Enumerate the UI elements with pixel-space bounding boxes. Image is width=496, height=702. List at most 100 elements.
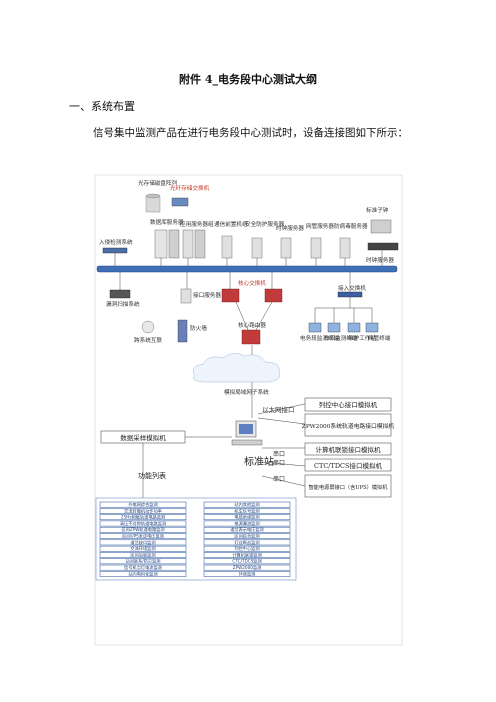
function-left-cell: [99, 564, 187, 571]
label-db-server: 数据库服务器: [150, 218, 184, 226]
label-cross-system: 跨系统互联: [134, 336, 162, 344]
top-node-labels: 光存储磁盘阵列 光纤存储交换机 数据库服务器 应用服务器组 通信前置机组 安全防…: [99, 179, 394, 264]
label-storage: 光存储磁盘阵列: [138, 179, 178, 187]
label-core-router: 核心路由器: [238, 321, 266, 329]
function-right-cell: [203, 552, 291, 558]
function-left-item: 区间站联监测: [130, 551, 155, 558]
function-right-cell: [203, 539, 291, 546]
function-left-cell: [99, 508, 187, 514]
function-right-cell: [203, 508, 291, 514]
function-right-item: CTC/TDCS监测: [232, 558, 261, 565]
function-right-item: 电缆绝缘监测: [234, 514, 259, 521]
interface-server-icon: [180, 288, 192, 304]
function-right-cell: [203, 526, 291, 533]
ids-device-icon: [102, 247, 128, 254]
function-right-item: 计算机联锁监测: [232, 551, 261, 558]
function-list-right: 站内其他监测机车信号监测电缆绝缘监测电源漏流监测道岔表示电压监测区间综合监测灯丝…: [203, 501, 291, 577]
standard-clock-icon: [370, 219, 392, 234]
function-left-cell: [99, 514, 187, 521]
function-right-item: 灯丝断丝监测: [234, 539, 259, 546]
document-title: 附件 4_电务段中心测试大纲: [179, 73, 317, 86]
function-left-item: 高压不对称轨道电路监测: [120, 520, 166, 527]
serial-line-3: [261, 475, 306, 487]
function-left-cell: [99, 501, 187, 508]
label-serial-1: 串口: [273, 450, 285, 458]
label-nms-server: 网管服务器: [306, 222, 334, 230]
function-right-cell: [203, 545, 291, 552]
label-ids: 入侵检测系统: [99, 238, 133, 246]
text-power-panel-sim: 智能电源屏接口（含UPS）模拟机: [309, 483, 389, 491]
label-simulated-lan: 模拟局域网子系统: [224, 388, 269, 396]
function-right-item: 机车信号监测: [234, 507, 259, 514]
function-right-cell: [203, 571, 291, 577]
function-right-cell: [203, 564, 291, 571]
function-left-item: 区间ZPW轨道电路监测: [121, 526, 164, 533]
fc-switch: [171, 197, 189, 207]
middle-node-labels: 漏洞扫描系统 接口服务器 核心交换机 防火墙 核心路由器 接入交换机 跨系统互联…: [106, 279, 391, 396]
function-left-cell: [99, 571, 187, 577]
function-left-cell: [99, 520, 187, 527]
label-vuln-scan: 漏洞扫描系统: [106, 300, 140, 308]
function-left-cell: [99, 545, 187, 552]
text-train-control-sim: 列控中心接口模拟机: [319, 400, 378, 409]
function-left-cell: [99, 539, 187, 546]
label-maint-station: 维护工作站: [348, 334, 376, 342]
label-access-switch: 接入交换机: [338, 284, 366, 292]
label-function-list: 功能列表: [138, 471, 166, 480]
label-av-server: 防病毒服务器: [334, 222, 368, 230]
core-router-icon: [241, 329, 261, 345]
box-ctc-tdcs-sim: [304, 458, 392, 472]
label-serial-2: 串口: [273, 459, 285, 467]
label-workshop-terminal: 车间监测终端: [324, 334, 358, 342]
function-left-item: 区间UPS发送电压监测: [122, 533, 164, 540]
serial-line-2: [261, 461, 306, 467]
label-clock-server: 时钟服务器: [276, 224, 304, 232]
function-left-item: 外电网综合监测: [128, 501, 157, 508]
label-nms-terminal: 网管终端: [368, 334, 391, 342]
function-left-cell: [99, 558, 187, 565]
text-interlock-sim: 计算机联锁接口模拟机: [316, 445, 382, 454]
access-switch-icon: [337, 291, 363, 298]
label-security-server: 安全防护服务器: [245, 220, 285, 228]
function-right-cell: [203, 558, 291, 565]
function-right-item: ZPW2000监测: [233, 564, 262, 571]
core-switch-icon: [221, 288, 240, 303]
function-left-item: 站内电码化监测: [128, 570, 157, 577]
box-interlock-sim: [304, 442, 392, 456]
storage-array: [145, 193, 161, 213]
function-left-cell: [99, 526, 187, 533]
label-depot-terminal: 电务段监测终端: [300, 334, 340, 342]
box-train-control-sim: [304, 397, 392, 412]
ethernet-line-2: [257, 417, 306, 425]
function-right-item: 区间综合监测: [234, 533, 259, 540]
text-data-sampling-sim: 数据采样模拟机: [120, 433, 166, 442]
function-right-item: 列控中心监测: [234, 545, 259, 552]
function-right-cell: [203, 514, 291, 521]
cross-system-icon: [141, 320, 155, 334]
function-right-item: 电源漏流监测: [234, 520, 259, 527]
function-left-cell: [99, 552, 187, 558]
body-paragraph: 信号集中监测产品在进行电务段中心测试时，设备连接图如下所示：: [93, 127, 408, 139]
label-core-switch: 核心交换机: [238, 279, 266, 287]
simulated-lan-cloud: [193, 353, 281, 383]
function-left-item: 交流转辙机动作功率: [124, 507, 162, 514]
function-list-left: 外电网综合监测交流转辙机动作功率25Hz相敏轨道电路监测高压不对称轨道电路监测区…: [99, 501, 187, 577]
label-app-server: 应用服务器组: [180, 220, 214, 228]
label-interface-server: 接口服务器: [193, 291, 221, 299]
label-serial-3: 串口: [273, 475, 285, 483]
vuln-scanner-icon: [109, 289, 131, 299]
server-rack-icons: [154, 229, 351, 259]
label-standard-station: 标准站: [244, 455, 274, 468]
box-zpw2000-sim: [304, 413, 392, 437]
time-server-icon: [367, 242, 399, 251]
ethernet-line-1: [257, 403, 306, 415]
function-right-cell: [203, 520, 291, 527]
function-left-item: 交流环境监测: [130, 545, 155, 552]
section-heading: 一、系统布置: [69, 100, 135, 113]
firewall-icon: [177, 319, 188, 343]
function-left-cell: [99, 533, 187, 539]
bus-connectors: [114, 250, 383, 362]
function-left-item: 站间联系/防灾监测: [126, 558, 161, 565]
label-fc-switch: 光纤存储交换机: [170, 184, 210, 192]
